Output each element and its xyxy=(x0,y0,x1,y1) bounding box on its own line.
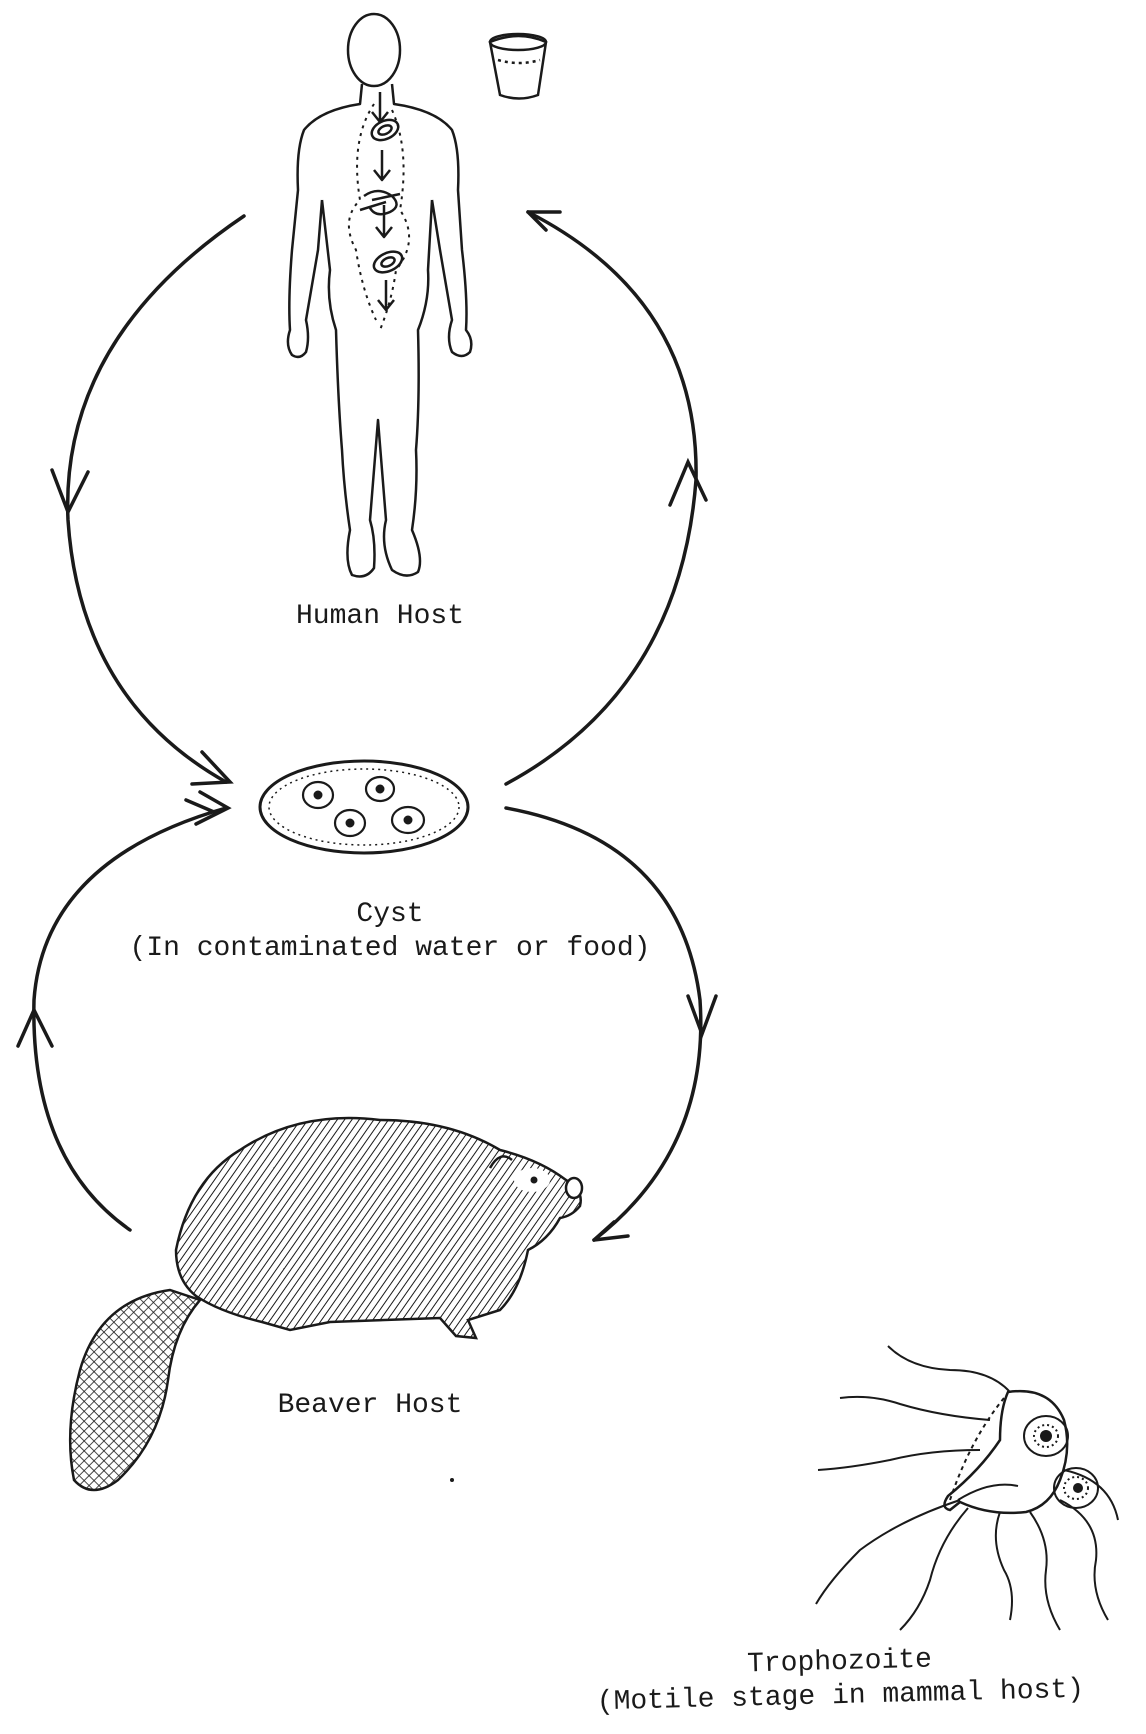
arrow-cyst-to-human xyxy=(506,212,696,784)
human-host-text: Human Host xyxy=(296,601,464,632)
cyst-title: Cyst xyxy=(40,898,740,932)
human-host-label: Human Host xyxy=(230,600,530,634)
beaver-host-label: Beaver Host xyxy=(220,1389,520,1423)
arrow-beaver-to-cyst xyxy=(34,808,226,1230)
beaver-host-text: Beaver Host xyxy=(278,1390,463,1421)
beaver-host-figure xyxy=(70,1118,582,1490)
cyst-subtitle: (In contaminated water or food) xyxy=(40,932,740,966)
water-cup-icon xyxy=(490,34,546,99)
cyst-label: Cyst (In contaminated water or food) xyxy=(40,898,740,966)
arrow-human-to-cyst xyxy=(68,216,244,782)
cycle-arrows xyxy=(18,212,716,1240)
cyst-figure xyxy=(260,761,468,853)
trophozoite-figure xyxy=(816,1346,1118,1630)
human-host-figure xyxy=(288,14,471,576)
ink-speck xyxy=(450,1478,454,1482)
